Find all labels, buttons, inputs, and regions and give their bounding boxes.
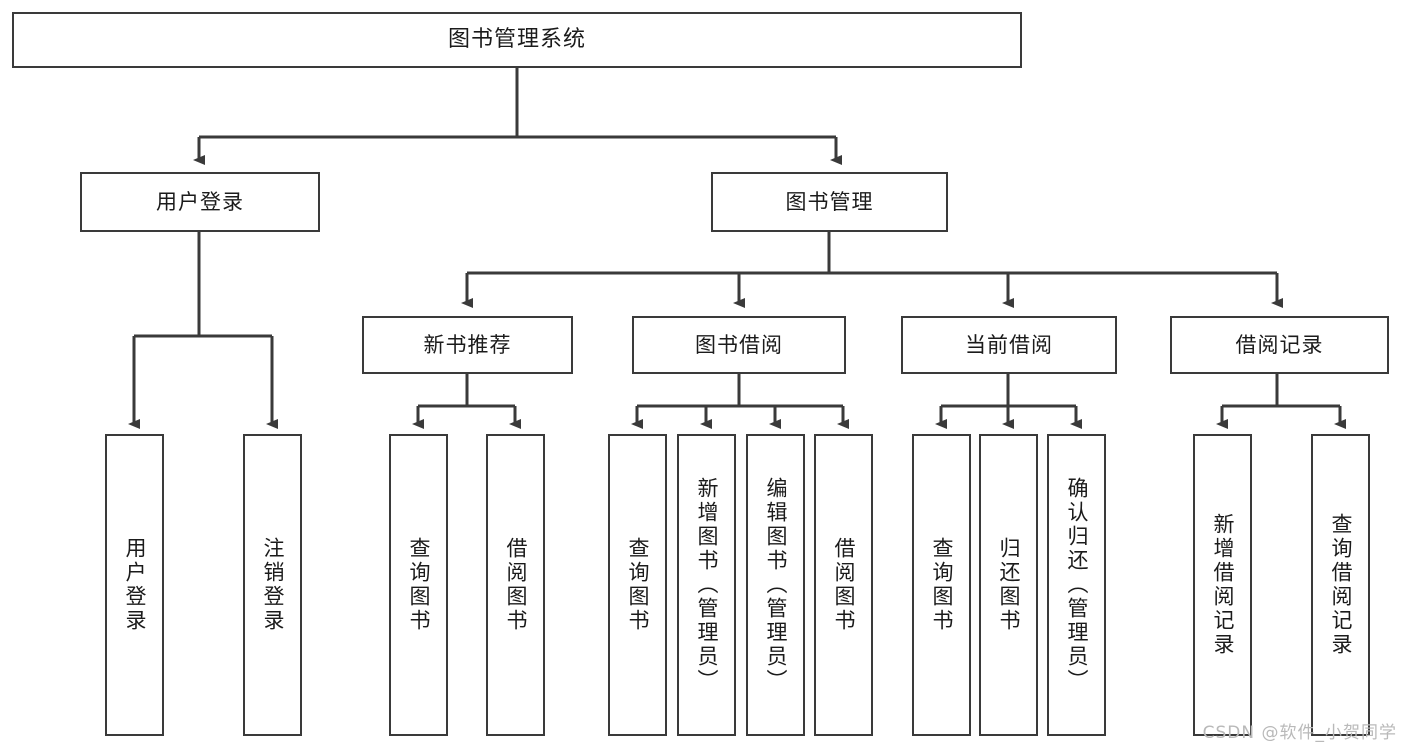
leaf-return-book[interactable]: 归还图书 — [979, 434, 1038, 736]
leaf-query-borrow-record[interactable]: 查询借阅记录 — [1311, 434, 1370, 736]
node-label: 图书借阅 — [695, 332, 783, 357]
node-label: 新增借阅记录 — [1210, 513, 1235, 657]
leaf-query-book-borrow[interactable]: 查询图书 — [608, 434, 667, 736]
leaf-user-login[interactable]: 用户登录 — [105, 434, 164, 736]
node-label: 注销登录 — [260, 537, 285, 633]
node-user-login[interactable]: 用户登录 — [80, 172, 320, 232]
leaf-query-book-current[interactable]: 查询图书 — [912, 434, 971, 736]
node-label: 用户登录 — [122, 537, 147, 633]
node-label: 查询图书 — [625, 537, 650, 633]
leaf-confirm-return-admin[interactable]: 确认归还（管理员） — [1047, 434, 1106, 736]
node-label: 归还图书 — [996, 537, 1021, 633]
node-label: 借阅图书 — [831, 537, 856, 633]
node-book-borrow[interactable]: 图书借阅 — [632, 316, 846, 374]
leaf-logout-login[interactable]: 注销登录 — [243, 434, 302, 736]
node-label: 新增图书（管理员） — [694, 477, 719, 693]
node-label: 查询图书 — [406, 537, 431, 633]
node-label: 用户登录 — [156, 189, 244, 214]
node-label: 借阅图书 — [503, 537, 528, 633]
leaf-borrow-book-recommend[interactable]: 借阅图书 — [486, 434, 545, 736]
node-label: 查询图书 — [929, 537, 954, 633]
node-label: 新书推荐 — [423, 332, 512, 357]
leaf-query-book-recommend[interactable]: 查询图书 — [389, 434, 448, 736]
node-root-system[interactable]: 图书管理系统 — [12, 12, 1022, 68]
csdn-watermark: CSDN @软件_小贺同学 — [1202, 723, 1397, 743]
node-label: 图书管理系统 — [447, 27, 586, 53]
node-new-book-recommend[interactable]: 新书推荐 — [362, 316, 573, 374]
leaf-borrow-book[interactable]: 借阅图书 — [814, 434, 873, 736]
node-label: 当前借阅 — [965, 332, 1053, 357]
leaf-add-book-admin[interactable]: 新增图书（管理员） — [677, 434, 736, 736]
node-book-manage[interactable]: 图书管理 — [711, 172, 948, 232]
node-borrow-record[interactable]: 借阅记录 — [1170, 316, 1389, 374]
node-label: 查询借阅记录 — [1328, 513, 1353, 657]
node-label: 图书管理 — [785, 189, 874, 214]
node-label: 确认归还（管理员） — [1064, 477, 1089, 693]
leaf-add-borrow-record[interactable]: 新增借阅记录 — [1193, 434, 1252, 736]
node-label: 编辑图书（管理员） — [763, 477, 788, 693]
node-label: 借阅记录 — [1235, 332, 1324, 357]
node-current-borrow[interactable]: 当前借阅 — [901, 316, 1117, 374]
leaf-edit-book-admin[interactable]: 编辑图书（管理员） — [746, 434, 805, 736]
